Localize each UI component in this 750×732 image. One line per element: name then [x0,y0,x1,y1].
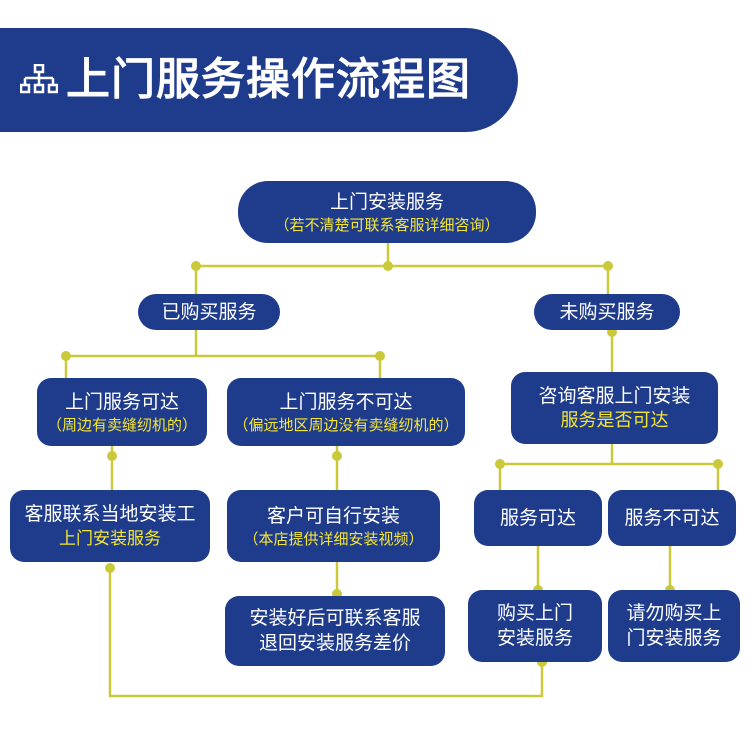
connector-dot [383,261,393,271]
node-self-install-subtitle: （本店提供详细安装视频） [243,529,424,548]
node-contact-installer-title: 客服联系当地安装工 [24,502,196,525]
connector-dot [105,563,115,573]
node-dont-buy: 请勿购买上 门安装服务 [608,590,740,662]
node-service-ok-title: 服务可达 [499,506,576,529]
connector-dot [191,261,201,271]
connector-dot [495,459,505,469]
node-purchased-title: 已购买服务 [161,300,257,323]
title-banner: 上门服务操作流程图 [0,28,518,132]
connector-loop [108,566,544,698]
node-unreachable-title: 上门服务不可达 [279,390,413,413]
node-refund-line1: 安装好后可联系客服 [249,607,421,629]
node-service-no: 服务不可达 [608,490,736,546]
connector-root-split [194,242,610,294]
connector-dot [107,451,117,461]
node-dont-buy-line1: 请勿购买上 [626,602,722,624]
node-refund-line2: 退回安装服务差价 [258,632,411,654]
node-service-ok: 服务可达 [474,490,602,546]
node-ask-service-title: 咨询客服上门安装 [538,384,691,407]
connector-dot [375,351,385,361]
node-ask-service-subtitle: 服务是否可达 [560,409,669,431]
node-self-install: 客户可自行安装 （本店提供详细安装视频） [227,490,440,562]
node-service-no-title: 服务不可达 [624,506,720,529]
node-buy-line2: 安装服务 [496,627,573,649]
node-contact-installer-subtitle: 上门安装服务 [59,528,161,549]
node-not-purchased: 未购买服务 [534,294,680,330]
node-contact-installer: 客服联系当地安装工 上门安装服务 [10,490,210,562]
node-reachable-title: 上门服务可达 [64,390,179,413]
node-buy: 购买上门 安装服务 [468,590,602,662]
node-buy-line1: 购买上门 [496,602,573,624]
connector-dot [61,351,71,361]
page-title: 上门服务操作流程图 [66,54,471,105]
connector-purchased-split [64,330,382,378]
node-not-purchased-title: 未购买服务 [559,300,655,323]
node-unreachable: 上门服务不可达 （偏远地区周边没有卖缝纫机的） [227,378,465,446]
node-root-title: 上门安装服务 [329,190,444,213]
connector-dot [603,261,613,271]
node-self-install-title: 客户可自行安装 [266,504,400,527]
node-refund: 安装好后可联系客服 退回安装服务差价 [225,596,445,666]
node-dont-buy-line2: 门安装服务 [626,627,722,649]
connector-ask-split [498,444,720,490]
node-root-subtitle: （若不清楚可联系客服详细咨询） [274,215,500,234]
node-root: 上门安装服务 （若不清楚可联系客服详细咨询） [238,181,536,243]
org-chart-icon [20,64,58,94]
node-reachable-subtitle: （周边有卖缝纫机的） [46,415,197,434]
node-ask-service: 咨询客服上门安装 服务是否可达 [511,372,718,444]
node-purchased: 已购买服务 [138,294,280,330]
node-reachable: 上门服务可达 （周边有卖缝纫机的） [37,378,207,446]
connector-dot [713,459,723,469]
node-unreachable-subtitle: （偏远地区周边没有卖缝纫机的） [233,415,459,434]
connector-dot [332,451,342,461]
